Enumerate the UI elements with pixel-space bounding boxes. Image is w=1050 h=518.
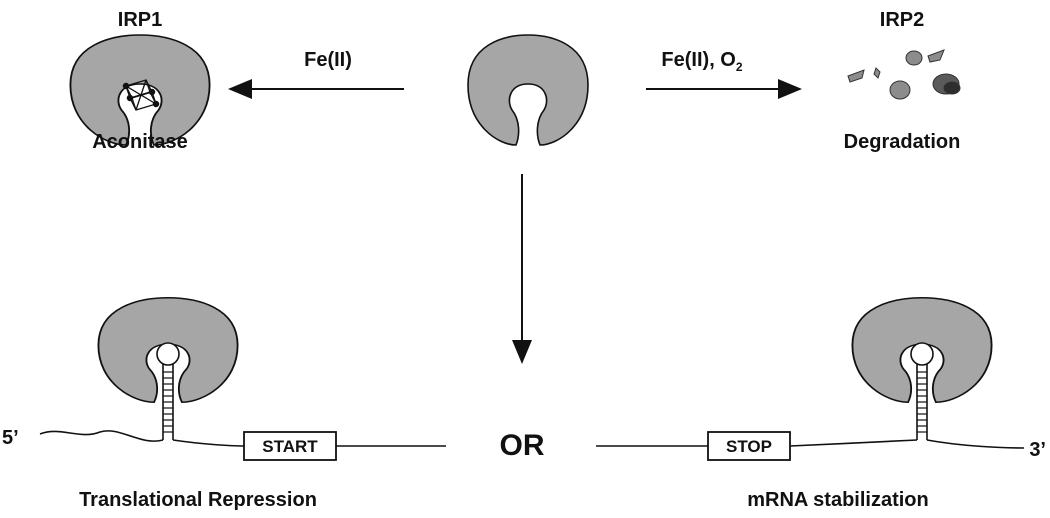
ire-stem-loop-icon xyxy=(156,342,180,440)
mrna-strand-right xyxy=(596,439,1025,449)
arrow-to-aconitase xyxy=(228,79,404,99)
fe-o2-main: Fe(II), O xyxy=(661,49,735,71)
fe-left-label: Fe(II) xyxy=(304,49,352,71)
arrow-to-degradation xyxy=(646,79,802,99)
degraded-protein-fragments-icon xyxy=(847,49,961,100)
three-prime-label: 3’ xyxy=(1029,439,1046,461)
start-codon-label: START xyxy=(262,437,318,456)
fe-o2-subscript: 2 xyxy=(736,60,743,74)
irp2-label: IRP2 xyxy=(880,9,924,31)
or-label: OR xyxy=(500,429,545,462)
aconitase-label: Aconitase xyxy=(92,131,188,153)
irp1-label: IRP1 xyxy=(118,9,162,31)
cubane-cluster-icon xyxy=(122,79,160,111)
degradation-label: Degradation xyxy=(844,131,961,153)
start-codon-box xyxy=(243,431,337,461)
ire-stem-loop-icon xyxy=(910,342,934,440)
arrow-down xyxy=(512,174,532,364)
stop-codon-box xyxy=(707,431,791,461)
mrna-stabilization-label: mRNA stabilization xyxy=(747,489,929,511)
stop-codon-label: STOP xyxy=(726,437,772,456)
translational-repression-label: Translational Repression xyxy=(79,489,317,511)
five-prime-label: 5’ xyxy=(2,427,19,449)
mrna-strand-left xyxy=(39,430,446,447)
irp1-aconitase-protein xyxy=(69,34,211,146)
central-irp-protein xyxy=(467,34,589,146)
fe-o2-label: Fe(II), O2 xyxy=(661,49,742,74)
